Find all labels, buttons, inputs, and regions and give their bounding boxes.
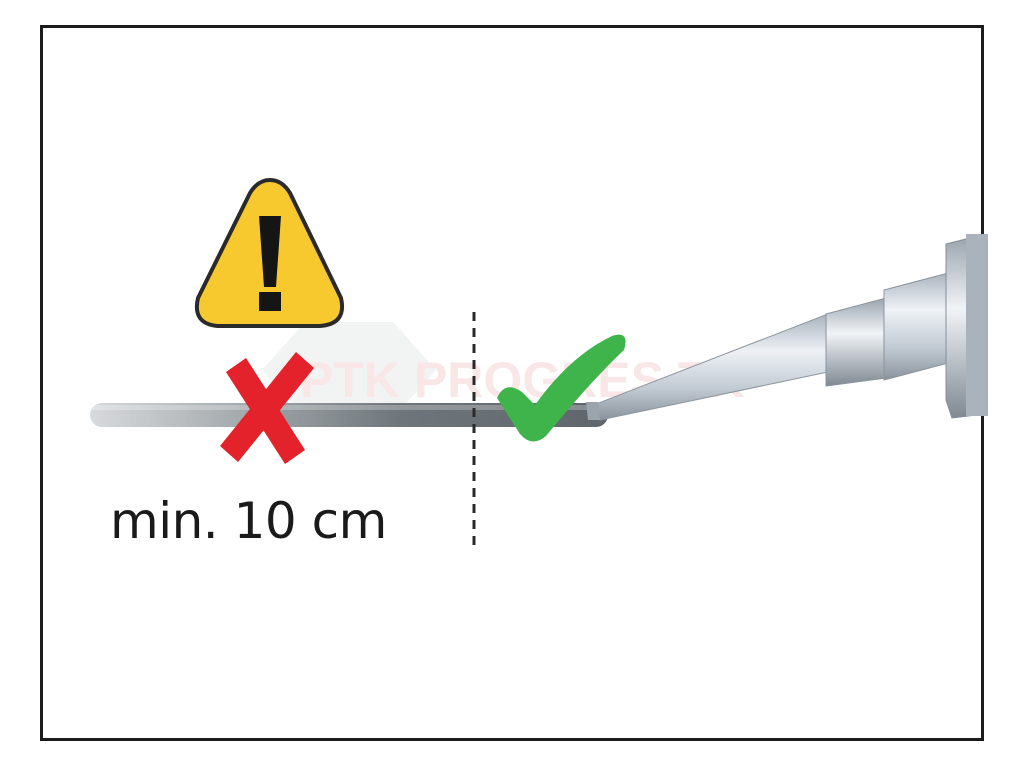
warning-triangle-icon	[195, 178, 344, 328]
red-cross-icon	[220, 352, 314, 464]
green-checkmark-icon	[497, 334, 626, 442]
nozzle-tip-icon	[586, 234, 988, 421]
minimum-distance-label: min. 10 cm	[110, 492, 387, 550]
rod	[90, 403, 608, 427]
